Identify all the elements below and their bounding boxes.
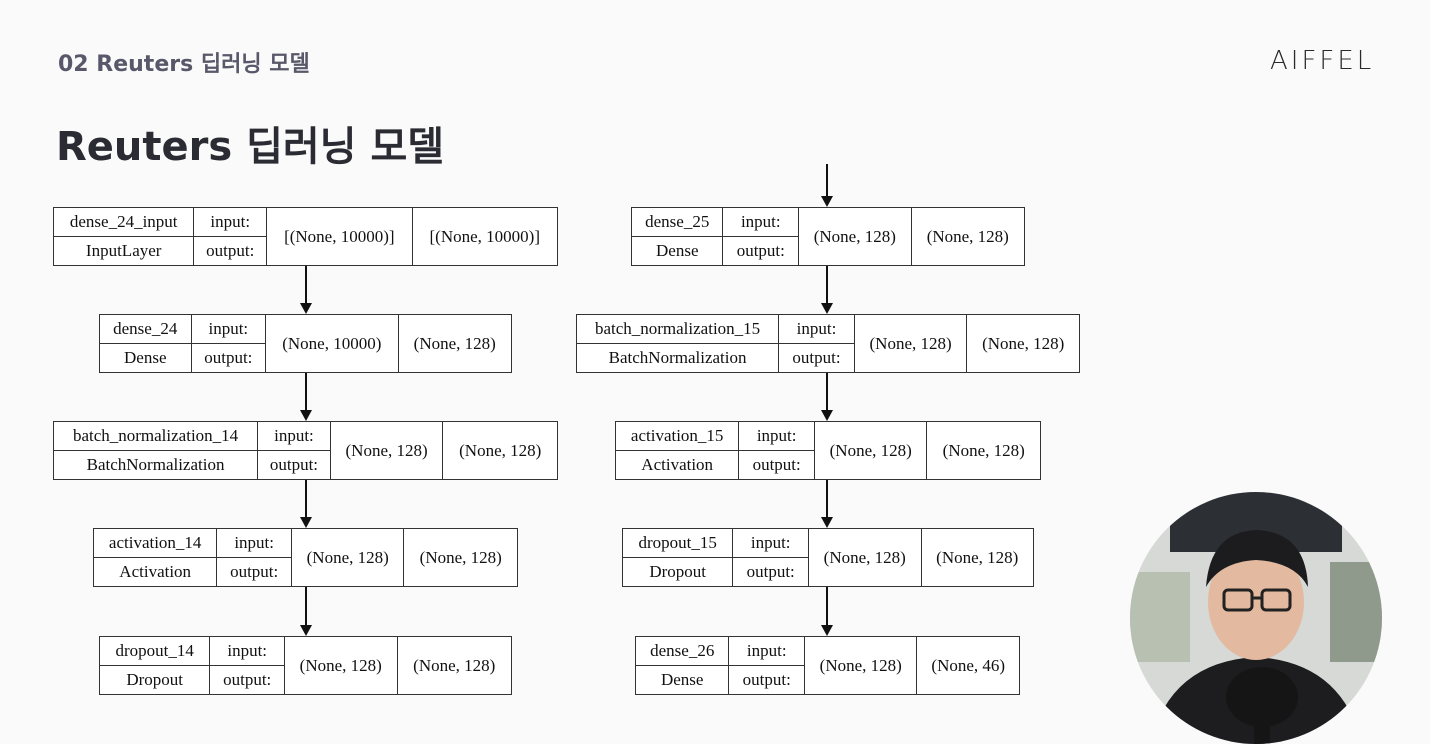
layer-name: batch_normalization_15 [577, 315, 779, 344]
output-label: output: [746, 562, 795, 581]
layer-type: Dropout [649, 562, 707, 581]
input-shape: [(None, 10000)] [284, 226, 395, 246]
input-shape: (None, 128) [819, 655, 902, 675]
output-shape: [(None, 10000)] [429, 226, 540, 246]
output-shape: (None, 128) [459, 440, 542, 460]
layer-type: Dense [660, 670, 704, 689]
output-label: output: [792, 348, 841, 367]
input-label: input: [723, 208, 799, 237]
input-label: input: [739, 422, 814, 451]
input-label: input: [733, 529, 808, 558]
output-shape: (None, 128) [413, 655, 496, 675]
output-shape: (None, 128) [413, 333, 496, 353]
output-shape: (None, 128) [936, 547, 1019, 567]
input-shape: (None, 128) [813, 226, 896, 246]
output-label: output: [230, 562, 279, 581]
output-label: output: [204, 348, 253, 367]
input-shape: (None, 128) [823, 547, 906, 567]
input-label: input: [217, 529, 291, 558]
presenter-webcam-icon [1130, 492, 1382, 744]
input-label: input: [191, 315, 266, 344]
output-shape: (None, 46) [931, 655, 1006, 675]
input-shape: (None, 10000) [282, 333, 382, 353]
brand-logo: AIFFEL [1270, 46, 1375, 76]
output-label: output: [269, 455, 319, 474]
output-label: output: [752, 455, 801, 474]
layer-type: Dropout [126, 670, 184, 689]
output-label: output: [223, 670, 272, 689]
layer-name: dense_26 [636, 637, 729, 666]
layer-type: Activation [641, 455, 714, 474]
output-label: output: [206, 241, 255, 260]
layer-name: activation_14 [94, 529, 217, 558]
layer-name: dense_24 [100, 315, 191, 344]
layer-name: dropout_15 [623, 529, 733, 558]
layer-name: activation_15 [616, 422, 739, 451]
input-shape: (None, 128) [299, 655, 382, 675]
input-shape: (None, 128) [829, 440, 912, 460]
input-label: input: [779, 315, 854, 344]
output-shape: (None, 128) [419, 547, 502, 567]
output-label: output: [742, 670, 791, 689]
layer-type: Dense [656, 241, 699, 260]
layer-name: dense_24_input [54, 208, 194, 237]
input-label: input: [258, 422, 330, 451]
input-shape: (None, 128) [869, 333, 952, 353]
layer-name: dense_25 [632, 208, 723, 237]
layer-type: BatchNormalization [608, 348, 747, 367]
layer-type: Activation [119, 562, 192, 581]
layer-name: dropout_14 [100, 637, 210, 666]
layer-type: Dense [124, 348, 167, 367]
layer-name: batch_normalization_14 [54, 422, 258, 451]
section-label: 02 Reuters 딥러닝 모델 [58, 52, 310, 77]
page-title: Reuters 딥러닝 모델 [56, 124, 445, 170]
output-shape: (None, 128) [926, 226, 1009, 246]
input-label: input: [194, 208, 267, 237]
input-shape: (None, 128) [345, 440, 428, 460]
output-shape: (None, 128) [982, 333, 1065, 353]
input-label: input: [210, 637, 284, 666]
layer-type: InputLayer [85, 241, 162, 260]
layer-type: BatchNormalization [86, 455, 225, 474]
input-shape: (None, 128) [306, 547, 389, 567]
input-label: input: [729, 637, 805, 666]
output-shape: (None, 128) [942, 440, 1025, 460]
output-label: output: [736, 241, 785, 260]
